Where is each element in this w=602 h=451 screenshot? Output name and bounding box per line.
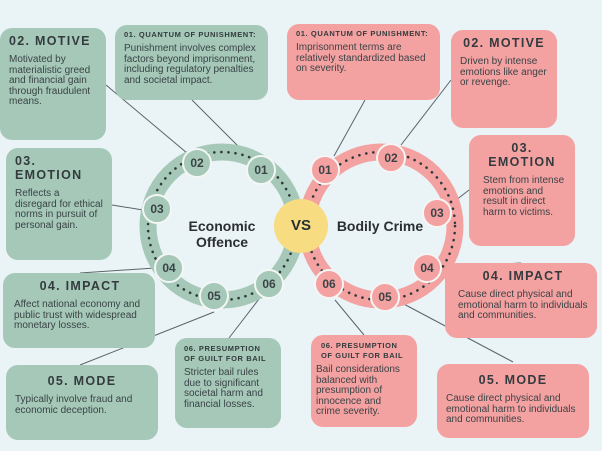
card-text: Cause direct physical and emotional harm… bbox=[446, 393, 576, 425]
card-title: 03. EMOTION bbox=[488, 141, 556, 169]
economic-node-02: 02 bbox=[182, 148, 212, 178]
economic-emotion-card: 03. EMOTION Reflects a disregard for eth… bbox=[6, 148, 112, 260]
card-text: Imprisonment terms are relatively standa… bbox=[296, 42, 426, 74]
economic-node-04: 04 bbox=[154, 253, 184, 283]
vs-badge: VS bbox=[274, 199, 328, 253]
bodily-node-03: 03 bbox=[422, 198, 452, 228]
connector-line bbox=[333, 99, 366, 157]
card-text: Driven by intense emotions like anger or… bbox=[460, 56, 547, 88]
connector-line bbox=[228, 298, 260, 339]
economic-quantum-card: 01. QUANTUM OF PUNISHMENT: Punishment in… bbox=[115, 25, 268, 100]
card-text: Affect national economy and public trust… bbox=[14, 299, 141, 331]
card-text: Stricter bail rules due to significant s… bbox=[184, 367, 263, 410]
card-title: 03. EMOTION bbox=[15, 154, 83, 182]
bodily-crime-label: Bodily Crime bbox=[336, 218, 424, 234]
card-title: 02. MOTIVE bbox=[463, 36, 545, 50]
connector-line bbox=[111, 204, 144, 211]
card-title: 02. MOTIVE bbox=[9, 34, 91, 48]
economic-node-01: 01 bbox=[246, 155, 276, 185]
connector-line bbox=[400, 79, 452, 146]
card-text: Bail considerations balanced with presum… bbox=[316, 364, 400, 417]
economic-offence-label: Economic Offence bbox=[188, 218, 256, 250]
bodily-emotion-card: 03. EMOTION Stem from intense emotions a… bbox=[469, 135, 575, 246]
economic-node-05: 05 bbox=[199, 281, 229, 311]
economic-mode-card: 05. MODE Typically involve fraud and eco… bbox=[6, 365, 158, 440]
card-text: Motivated by materialistic greed and fin… bbox=[9, 54, 91, 107]
connector-line bbox=[334, 299, 365, 336]
bodily-quantum-card: 01. QUANTUM OF PUNISHMENT: Imprisonment … bbox=[287, 24, 440, 100]
bodily-node-02: 02 bbox=[376, 143, 406, 173]
bodily-motive-card: 02. MOTIVE Driven by intense emotions li… bbox=[451, 30, 557, 128]
bodily-node-01: 01 bbox=[310, 155, 340, 185]
card-title: 01. QUANTUM OF PUNISHMENT: bbox=[296, 29, 429, 38]
card-title: 04. IMPACT bbox=[39, 279, 121, 293]
economic-motive-card: 02. MOTIVE Motivated by materialistic gr… bbox=[0, 28, 106, 140]
card-text: Stem from intense emotions and result in… bbox=[483, 175, 565, 218]
bodily-node-06: 06 bbox=[314, 269, 344, 299]
bodily-node-04: 04 bbox=[412, 253, 442, 283]
card-text: Reflects a disregard for ethical norms i… bbox=[15, 188, 103, 231]
card-title: 05. MODE bbox=[47, 374, 117, 388]
economic-node-03: 03 bbox=[142, 194, 172, 224]
card-title: 06. PRESUMPTION OF GUILT FOR BAIL bbox=[184, 344, 267, 363]
economic-impact-card: 04. IMPACT Affect national economy and p… bbox=[3, 273, 155, 348]
bodily-presumption-card: 06. PRESUMPTION OF GUILT FOR BAIL Bail c… bbox=[311, 335, 417, 427]
card-title: 01. QUANTUM OF PUNISHMENT: bbox=[124, 30, 257, 39]
card-text: Punishment involves complex factors beyo… bbox=[124, 43, 256, 86]
card-title: 06. PRESUMPTION OF GUILT FOR BAIL bbox=[321, 341, 404, 360]
card-text: Cause direct physical and emotional harm… bbox=[458, 289, 588, 321]
bodily-impact-card: 04. IMPACT Cause direct physical and emo… bbox=[445, 263, 597, 338]
bodily-mode-card: 05. MODE Cause direct physical and emoti… bbox=[437, 364, 589, 438]
economic-presumption-card: 06. PRESUMPTION OF GUILT FOR BAIL Strict… bbox=[175, 338, 281, 428]
card-text: Typically involve fraud and economic dec… bbox=[15, 394, 133, 416]
economic-node-06: 06 bbox=[254, 269, 284, 299]
bodily-node-05: 05 bbox=[370, 282, 400, 312]
card-title: 05. MODE bbox=[478, 373, 548, 387]
card-title: 04. IMPACT bbox=[482, 269, 564, 283]
connector-line bbox=[79, 267, 156, 274]
